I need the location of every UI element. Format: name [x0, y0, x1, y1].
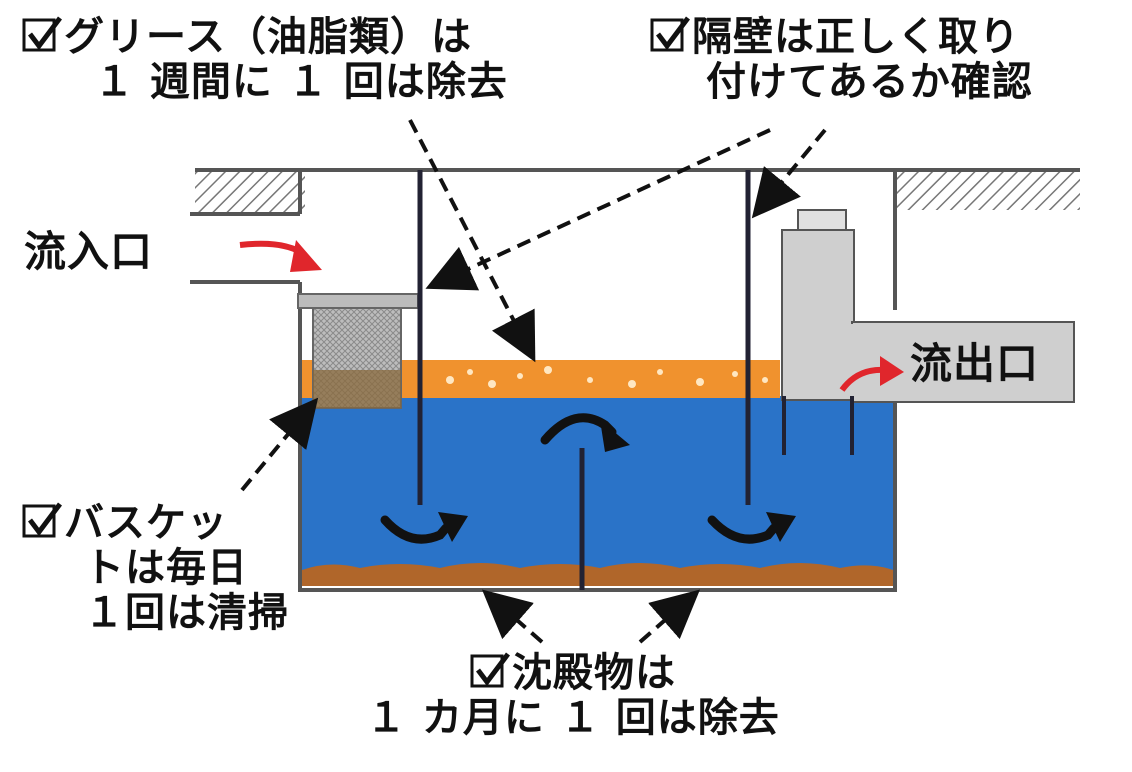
checkbox-check-icon: [650, 14, 690, 54]
leader-partition-b: [751, 128, 827, 219]
sediment-note-line2: １ カ月に １ 回は除去: [366, 694, 780, 741]
basket: [297, 293, 419, 409]
grease-note-line1: グリース（油脂類）は: [64, 14, 472, 60]
partition-note-line1: 隔壁は正しく取り: [692, 14, 1020, 60]
ground-slab-right: [895, 168, 1080, 210]
flow-arrow-icon-right: [707, 512, 796, 544]
sediment-note-line1: 沈殿物は: [512, 650, 676, 696]
sediment-note: 沈殿物は １ カ月に １ 回は除去: [366, 650, 780, 741]
leader-lines: [240, 119, 827, 644]
red-arrow-icon-inlet: [239, 240, 322, 272]
sediment-layer: [302, 563, 893, 586]
checkbox-check-icon: [22, 14, 62, 54]
grease-note-line2: １ 週間に １ 回は除去: [94, 58, 508, 105]
basket-note-line3: １回は清掃: [84, 589, 289, 636]
red-arrow-icon-outlet: [839, 356, 904, 392]
flow-arrow-icon-middle: [540, 413, 630, 452]
ground-slab-left: [195, 168, 305, 214]
basket-note: バスケッ トは毎日 １回は清掃: [22, 500, 289, 635]
leader-sediment-b: [638, 589, 701, 644]
partition-note-line2: 付けてあるか確認: [706, 58, 1033, 105]
leader-grease: [408, 119, 536, 363]
grease-note: グリース（油脂類）は １ 週間に １ 回は除去: [22, 14, 508, 105]
basket-note-line1: バスケッ: [64, 500, 228, 546]
flow-arrow-icon-left: [380, 512, 468, 544]
leader-partition-a: [425, 128, 771, 291]
leader-sediment-a: [481, 589, 544, 644]
inlet-label: 流入口: [24, 227, 154, 276]
basket-note-line2: トは毎日: [84, 544, 248, 591]
water-layer: [302, 396, 893, 586]
outlet-label: 流出口: [910, 339, 1040, 388]
checkbox-check-icon: [470, 650, 510, 690]
checkbox-check-icon: [22, 500, 62, 540]
grease-bubbles: [446, 366, 768, 388]
leader-basket: [240, 397, 319, 492]
partition-note: 隔壁は正しく取り 付けてあるか確認: [650, 14, 1033, 105]
